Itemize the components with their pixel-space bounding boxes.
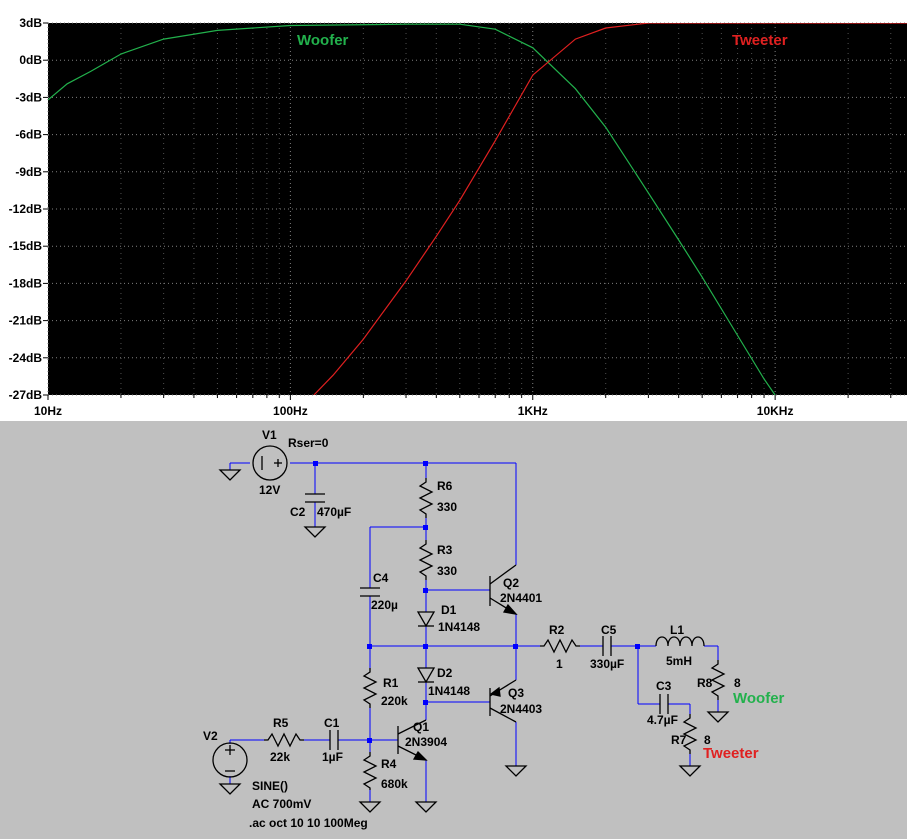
y-axis-ticks: 3dB 0dB -3dB -6dB -9dB -12dB -15dB -18dB -21dB -2…: [9, 16, 48, 402]
x-tick-label: 100Hz: [273, 404, 308, 418]
ground-symbols: [218, 469, 730, 813]
x-tick-label: 1KHz: [518, 404, 548, 418]
r6-value: 330: [437, 500, 457, 514]
r1-value: 220k: [381, 694, 408, 708]
v1-value: 12V: [259, 483, 280, 497]
transistor-q1[interactable]: [397, 719, 428, 761]
frequency-response-plot[interactable]: 3dB 0dB -3dB -6dB -9dB -12dB -15dB -18dB -21dB -2…: [0, 0, 907, 421]
plot-grid: [47, 22, 907, 396]
y-tick-label: -24dB: [9, 351, 43, 365]
resistor-r8[interactable]: [710, 660, 726, 700]
v2-label: V2: [203, 729, 218, 743]
woofer-trace[interactable]: [48, 23, 776, 395]
q1-value: 2N3904: [405, 735, 447, 749]
y-tick-label: -15dB: [9, 239, 43, 253]
transistor-q3[interactable]: [489, 679, 517, 723]
l1-value: 5mH: [666, 654, 692, 668]
q3-label: Q3: [508, 686, 524, 700]
junction-dots: [313, 461, 640, 743]
c3-label: C3: [656, 679, 672, 693]
schematic-pane[interactable]: V1 Rser=0 12V C2 470µF R6 330 R3 330 C4 …: [0, 421, 907, 839]
c2-value: 470µF: [317, 505, 351, 519]
resistor-r1[interactable]: [362, 668, 378, 708]
y-tick-label: 0dB: [19, 53, 42, 67]
sim-directive[interactable]: .ac oct 10 10 100Meg: [249, 816, 368, 830]
x-tick-label: 10Hz: [34, 404, 62, 418]
y-tick-label: -21dB: [9, 314, 43, 328]
v1-rser-label: Rser=0: [288, 436, 329, 450]
v2-function: SINE(): [252, 779, 288, 793]
r4-label: R4: [381, 757, 397, 771]
v1-label: V1: [262, 428, 277, 442]
tweeter-trace[interactable]: [313, 23, 907, 395]
plot-curves: [48, 23, 907, 395]
y-tick-label: -6dB: [15, 128, 42, 142]
q2-value: 2N4401: [500, 591, 542, 605]
r5-label: R5: [273, 716, 289, 730]
l1-label: L1: [670, 623, 684, 637]
d2-label: D2: [437, 666, 453, 680]
c4-value: 220µ: [371, 598, 398, 612]
capacitor-c3[interactable]: [659, 694, 669, 714]
woofer-trace-label[interactable]: Woofer: [297, 32, 349, 49]
r3-value: 330: [437, 564, 457, 578]
r7-label: R7: [671, 733, 687, 747]
tweeter-label: Tweeter: [703, 745, 759, 762]
diode-d2[interactable]: [416, 667, 436, 684]
c4-label: C4: [373, 571, 389, 585]
d2-value: 1N4148: [428, 684, 470, 698]
r2-value: 1: [556, 657, 563, 671]
r4-value: 680k: [381, 777, 408, 791]
inductor-l1[interactable]: [655, 636, 705, 647]
r1-label: R1: [383, 676, 399, 690]
q3-value: 2N4403: [500, 702, 542, 716]
y-tick-label: -18dB: [9, 276, 43, 290]
capacitor-c4[interactable]: [360, 587, 380, 597]
wires: [229, 462, 719, 802]
q2-label: Q2: [503, 576, 519, 590]
resistor-r5[interactable]: [264, 732, 304, 748]
c3-value: 4.7µF: [647, 713, 678, 727]
diode-d1[interactable]: [416, 611, 436, 628]
resistor-r4[interactable]: [362, 752, 378, 790]
resistor-r7[interactable]: [682, 714, 698, 754]
d1-value: 1N4148: [438, 620, 480, 634]
r8-label: R8: [697, 676, 713, 690]
waveform-plot-pane[interactable]: 3dB 0dB -3dB -6dB -9dB -12dB -15dB -18dB -21dB -2…: [0, 0, 907, 421]
capacitor-c5[interactable]: [602, 636, 612, 656]
capacitor-c1[interactable]: [329, 730, 339, 750]
r8-value: 8: [734, 676, 741, 690]
r6-label: R6: [437, 479, 453, 493]
c1-value: 1µF: [322, 750, 343, 764]
v2-ac-spec: AC 700mV: [252, 797, 311, 811]
resistor-r3[interactable]: [418, 540, 434, 580]
voltage-source-v1[interactable]: [252, 445, 288, 481]
y-tick-label: -9dB: [15, 165, 42, 179]
c2-label: C2: [290, 505, 306, 519]
q1-label: Q1: [413, 720, 429, 734]
schematic-canvas[interactable]: V1 Rser=0 12V C2 470µF R6 330 R3 330 C4 …: [0, 421, 907, 839]
r5-value: 22k: [270, 750, 290, 764]
c5-value: 330µF: [590, 657, 624, 671]
r2-label: R2: [549, 623, 565, 637]
c1-label: C1: [324, 716, 340, 730]
resistor-r2[interactable]: [540, 638, 580, 654]
woofer-label: Woofer: [733, 690, 785, 707]
y-tick-label: -27dB: [9, 388, 43, 402]
y-tick-label: -12dB: [9, 202, 43, 216]
transistor-q2[interactable]: [489, 564, 518, 615]
voltage-source-v2[interactable]: [212, 742, 248, 778]
d1-label: D1: [441, 603, 457, 617]
capacitor-c2[interactable]: [305, 493, 325, 503]
y-tick-label: 3dB: [19, 16, 42, 30]
tweeter-trace-label[interactable]: Tweeter: [732, 32, 788, 49]
y-tick-label: -3dB: [15, 90, 42, 104]
r3-label: R3: [437, 543, 453, 557]
x-axis-ticks: 10Hz 100Hz 1KHz 10KHz: [34, 395, 892, 418]
resistor-r6[interactable]: [418, 478, 434, 518]
r7-value: 8: [704, 733, 711, 747]
x-tick-label: 10KHz: [757, 404, 794, 418]
c5-label: C5: [601, 623, 617, 637]
